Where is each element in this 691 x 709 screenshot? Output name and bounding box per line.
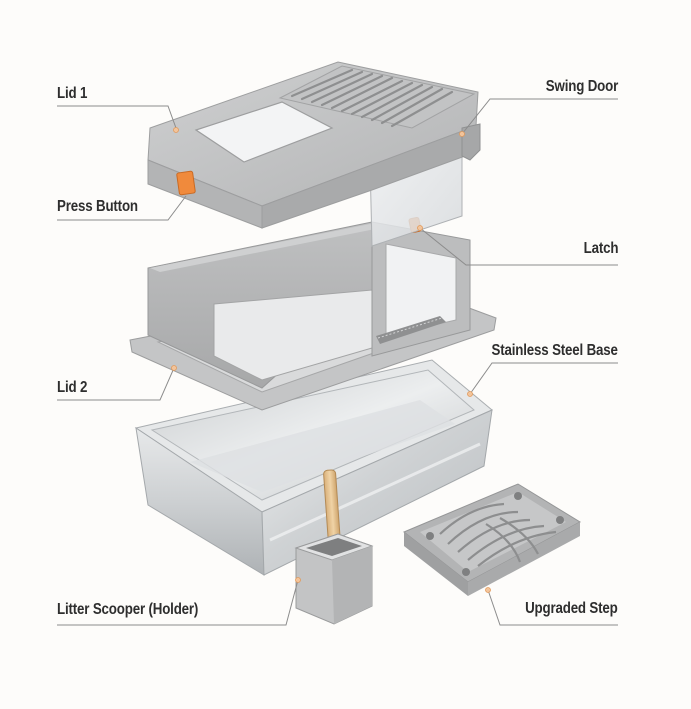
- litter-scooper-holder: [294, 469, 374, 625]
- leader-lid1: [57, 105, 177, 129]
- label-litter-scooper-holder: Litter Scooper (Holder): [57, 601, 199, 618]
- leader-endpoints: [171, 127, 491, 593]
- lid-1: [147, 61, 481, 247]
- press-button: [176, 170, 196, 196]
- leader-lines: [57, 98, 618, 626]
- label-upgraded-step: Upgraded Step: [525, 600, 618, 617]
- upgraded-step: [403, 483, 582, 596]
- label-latch: Latch: [583, 240, 618, 257]
- label-swing-door: Swing Door: [545, 78, 619, 95]
- leader-scooper: [57, 579, 299, 626]
- lid-2: [129, 221, 497, 411]
- leader-latch: [419, 227, 618, 266]
- stainless-steel-base: [134, 359, 493, 576]
- leader-press-button: [57, 195, 187, 221]
- label-stainless-steel-base: Stainless Steel Base: [491, 342, 618, 359]
- leader-lid2: [57, 367, 175, 401]
- leader-steel-base: [469, 362, 618, 395]
- label-lid-1: Lid 1: [57, 85, 88, 102]
- leader-swing-door: [461, 98, 618, 135]
- label-press-button: Press Button: [57, 198, 138, 215]
- label-lid-2: Lid 2: [57, 379, 88, 396]
- leader-step: [487, 589, 618, 626]
